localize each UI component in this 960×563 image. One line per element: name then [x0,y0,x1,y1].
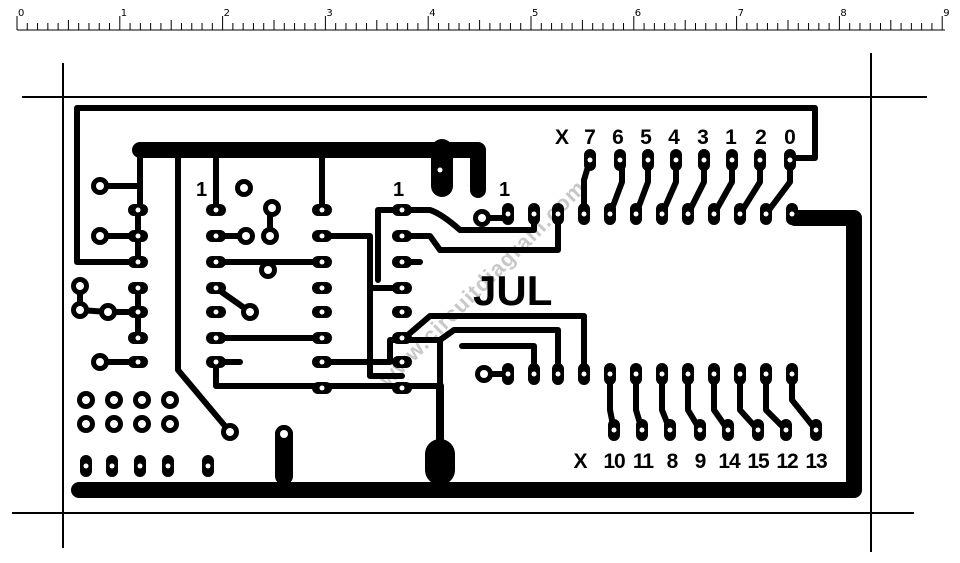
pin1-marker-ic3: 1 [499,179,510,201]
pads [71,149,822,477]
crop-lines [12,53,927,552]
top-pin-label: 3 [697,126,709,149]
ruler-number: 1 [121,8,127,19]
ruler-number: 2 [224,8,230,19]
ruler: 0 1 2 3 4 5 6 7 8 9 [16,8,950,31]
ruler-number: 4 [429,8,435,19]
top-pin-label: 6 [612,126,624,149]
ruler-number: 9 [943,8,949,19]
bottom-pin-label: 11 [633,450,655,473]
bottom-pin-label: 15 [747,450,770,473]
top-pin-label: X [555,126,569,149]
bottom-pin-label: 12 [776,450,798,473]
ruler-number: 8 [840,8,846,19]
pin1-marker-ic1: 1 [196,179,207,201]
bottom-pin-label: 13 [805,450,827,473]
bottom-pin-label: 14 [718,450,741,473]
ruler-number: 7 [738,8,744,19]
top-pin-label: 2 [755,126,767,149]
top-pin-label: 7 [584,126,596,149]
bottom-pin-label: X [573,450,587,473]
board-title: JUL [473,267,552,314]
top-pin-label: 4 [668,126,680,149]
bottom-pin-label: 10 [603,450,625,473]
top-pin-label: 0 [784,126,796,149]
ruler-number: 3 [326,8,332,19]
top-pin-label: 5 [640,126,652,149]
top-pin-label: 1 [725,126,737,149]
ruler-number: 0 [18,8,24,19]
pin1-marker-ic2: 1 [393,179,404,201]
ruler-number: 5 [532,8,538,19]
bottom-pin-label: 9 [695,450,706,473]
bottom-pin-label: 8 [667,450,679,473]
ruler-number: 6 [635,8,641,19]
